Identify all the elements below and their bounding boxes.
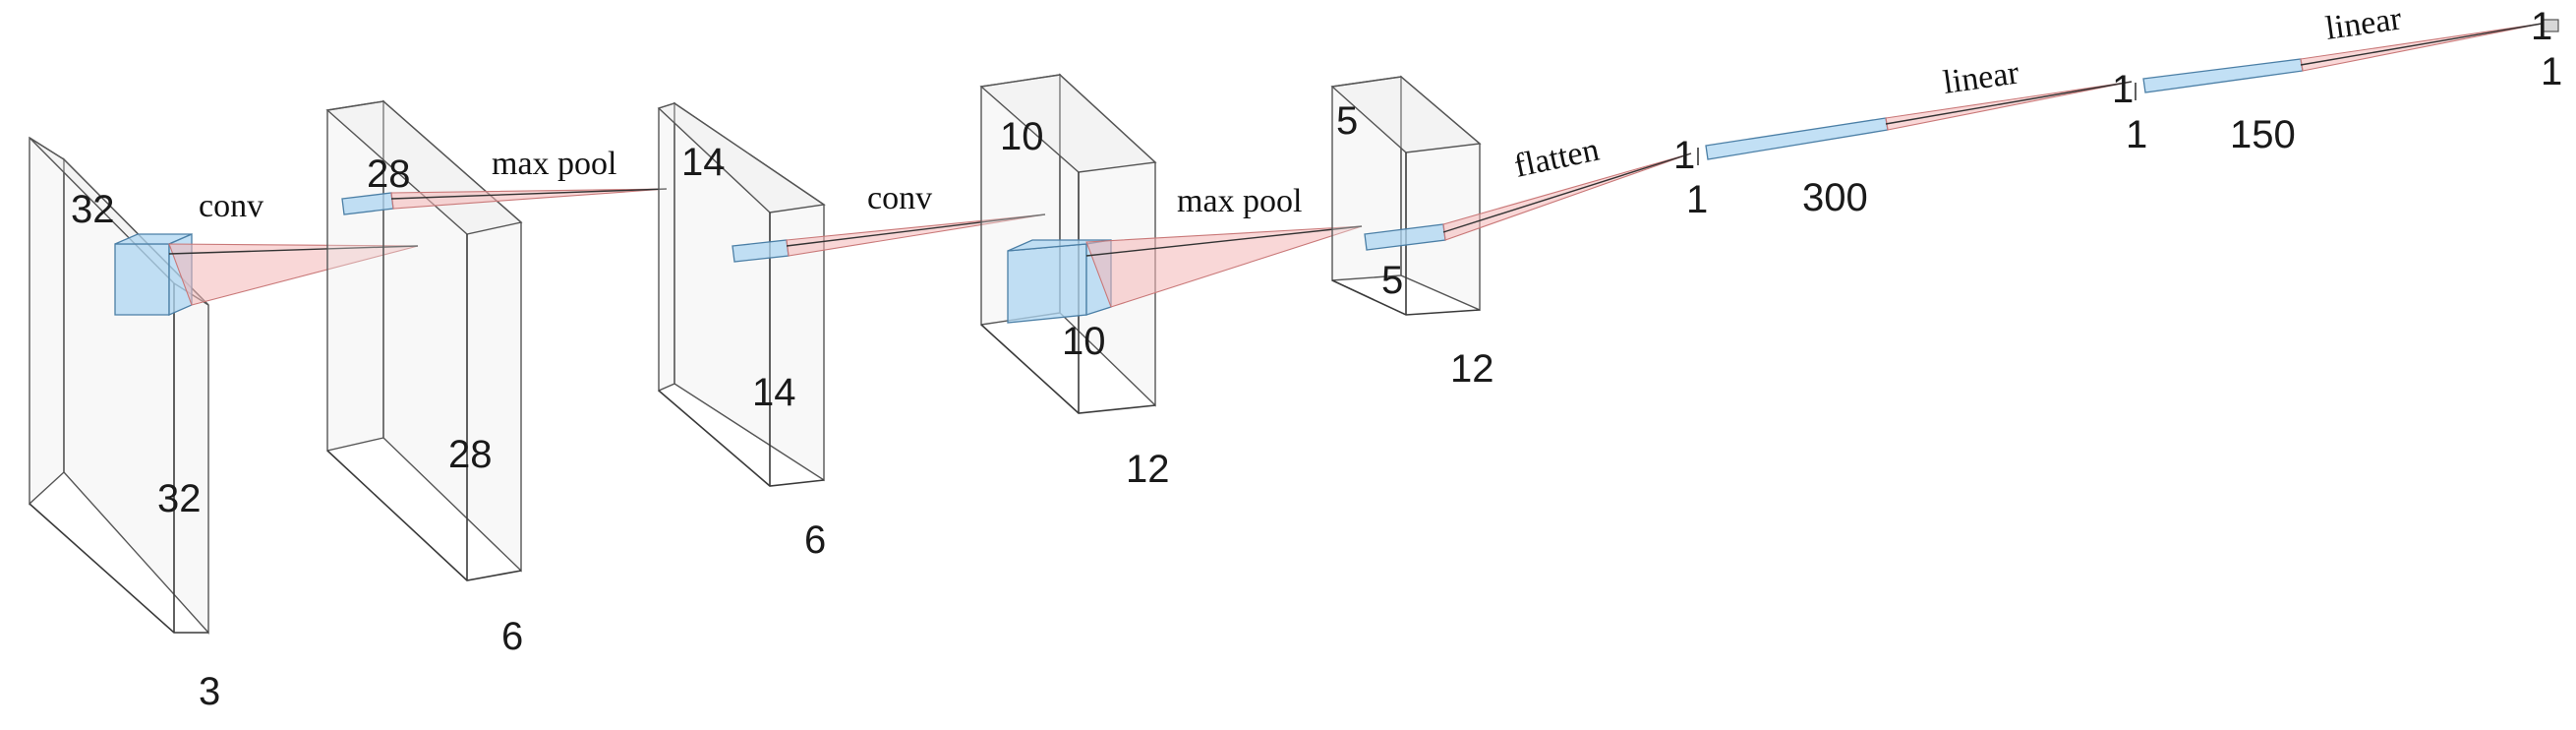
flat-width-label: 1 xyxy=(1686,178,1708,221)
conv1-receptive-field-edge xyxy=(168,245,419,255)
input-volume xyxy=(29,136,209,635)
op-maxpool-1: max pool xyxy=(492,146,616,182)
fc1-height-label: 1 xyxy=(2112,68,2134,111)
fc1-width-label: 1 xyxy=(2126,113,2147,156)
conv1-receptive-field xyxy=(168,243,419,306)
conv1-depth-label: 6 xyxy=(501,615,523,658)
conv2-receptive-field xyxy=(786,213,1046,257)
flat-vector xyxy=(1697,117,1889,165)
flatten-receptive-field-edge xyxy=(1442,152,1692,233)
pool2-receptive-field xyxy=(1085,225,1363,308)
op-linear-2: linear xyxy=(2323,0,2404,47)
fc1-receptive-field-edge xyxy=(1885,81,2133,125)
op-linear-1: linear xyxy=(1941,54,2021,101)
op-flatten: flatten xyxy=(1511,132,1603,185)
conv2-depth-label: 12 xyxy=(1126,448,1170,491)
input-height-label: 32 xyxy=(71,188,115,231)
op-conv-2: conv xyxy=(867,180,932,216)
pool1-depth-label: 6 xyxy=(804,518,826,562)
fc2-output-node xyxy=(2542,19,2559,32)
conv2-height-label: 10 xyxy=(1000,115,1044,158)
flat-length-label: 300 xyxy=(1802,176,1868,219)
op-conv-1: conv xyxy=(199,188,263,224)
fc1-length-label: 150 xyxy=(2230,113,2296,156)
pool2-width-label: 5 xyxy=(1381,259,1403,302)
pool1-width-label: 14 xyxy=(752,371,796,414)
input-depth-label: 3 xyxy=(199,670,220,713)
input-width-label: 32 xyxy=(157,477,202,520)
pool2-height-label: 5 xyxy=(1336,99,1358,143)
flat-height-label: 1 xyxy=(1673,134,1695,177)
conv2-receptive-field-edge xyxy=(786,213,1046,247)
pool1-height-label: 14 xyxy=(681,141,726,184)
op-maxpool-2: max pool xyxy=(1177,183,1302,219)
fc2-width-label: 1 xyxy=(2541,50,2562,93)
pool1-receptive-field xyxy=(390,188,668,210)
conv1-width-label: 28 xyxy=(448,433,493,476)
conv2-width-label: 10 xyxy=(1062,320,1106,363)
fc2-height-label: 1 xyxy=(2531,5,2552,48)
pool2-volume xyxy=(1330,75,1482,316)
fc1-vector xyxy=(2135,58,2304,100)
pool1-volume xyxy=(657,101,826,487)
pool1-receptive-field-edge xyxy=(390,188,668,200)
fc2-receptive-field-edge xyxy=(2300,23,2543,66)
pool2-receptive-field-edge xyxy=(1085,225,1363,257)
pool2-depth-label: 12 xyxy=(1450,347,1494,391)
conv1-height-label: 28 xyxy=(367,152,411,196)
